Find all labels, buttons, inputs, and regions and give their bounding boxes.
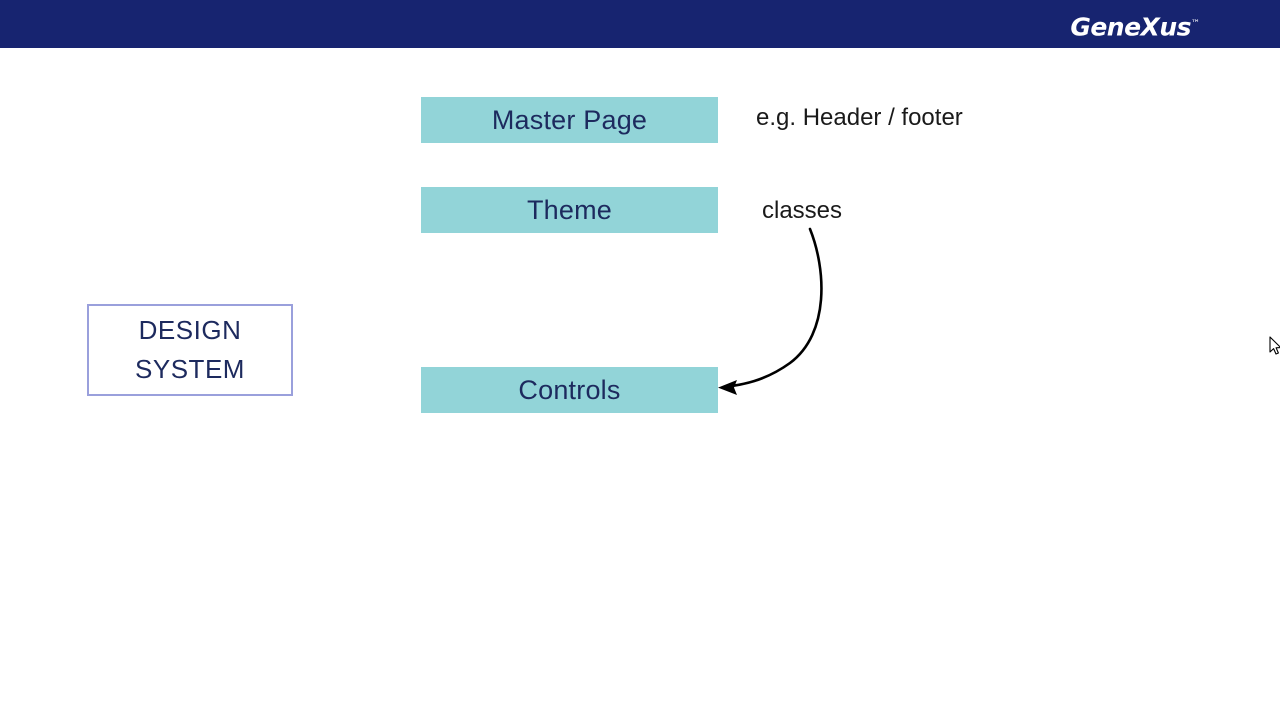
genexus-logo: GeneXus™ (1070, 9, 1200, 42)
design-system-box: DESIGN SYSTEM (87, 304, 293, 396)
annotation-classes: classes (762, 197, 843, 224)
brand-name-text: GeneXus (1070, 12, 1191, 42)
mouse-cursor-icon (1269, 336, 1280, 355)
layer-box-theme: Theme (421, 187, 718, 233)
layer-label-master-page: Master Page (491, 104, 648, 135)
layer-box-master-page: Master Page (421, 97, 718, 143)
layer-label-theme: Theme (526, 194, 613, 225)
layer-label-controls: Controls (518, 374, 621, 405)
curved-arrow-classes-to-controls (718, 227, 823, 395)
slide-canvas: DESIGN SYSTEM Master Page Theme Controls… (0, 48, 1280, 720)
design-system-line-1: DESIGN (138, 315, 242, 345)
annotation-header-footer: e.g. Header / footer (756, 104, 963, 131)
layer-box-controls: Controls (421, 367, 718, 413)
design-system-line-2: SYSTEM (135, 354, 245, 384)
trademark-icon: ™ (1191, 19, 1200, 29)
app-header-bar: GeneXus™ (0, 0, 1280, 48)
